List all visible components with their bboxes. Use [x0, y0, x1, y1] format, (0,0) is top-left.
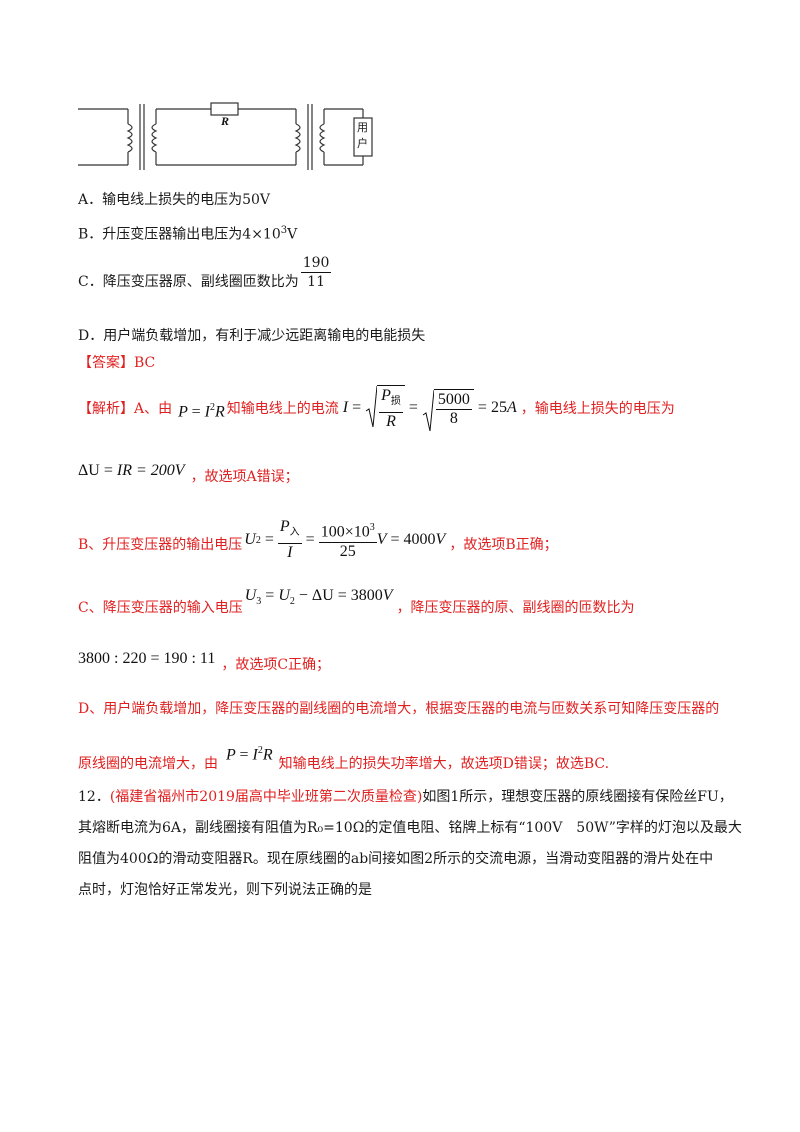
- question-12-line4: 点时，灯泡恰好正常发光，则下列说法正确的是: [78, 882, 372, 898]
- option-c-denominator: 11: [307, 273, 325, 290]
- option-b-exponent: 3: [280, 225, 288, 236]
- question-source: (福建省福州市2019届高中毕业班第二次质量检查): [109, 789, 423, 805]
- question-12-line3: 阻值为400Ω的滑动变阻器R。现在原线圈的ab间接如图2所示的交流电源，当滑动变…: [78, 851, 714, 867]
- analysis-d-line2-b: 知输电线上的损失功率增大，故选项D错误；故选BC.: [278, 756, 610, 772]
- analysis-a-end: ，输电线上损失的电压为: [520, 401, 675, 417]
- option-c: C．降压变压器原、副线圈匝数比为 190 11: [78, 250, 332, 294]
- option-b-text: B．升压变压器输出电压为4×10: [78, 226, 281, 243]
- circuit-drawing: [78, 102, 373, 170]
- question-12: 12．(福建省福州市2019届高中毕业班第二次质量检查)如图1所示，理想变压器的…: [78, 782, 742, 906]
- analysis-c-intro: C、降压变压器的输入电压: [78, 600, 243, 616]
- question-12-line2: 其熔断电流为6A，副线圈接有阻值为R₀=10Ω的定值电阻、铭牌上标有“100V …: [78, 820, 742, 836]
- analysis-d-line2: 原线圈的电流增大，由 P = I2R 知输电线上的损失功率增大，故选项D错误；故…: [78, 742, 609, 772]
- option-c-text: C．降压变压器原、副线圈匝数比为: [78, 274, 299, 290]
- formula-input-voltage: U3 = U2 − ΔU = 3800V: [244, 586, 393, 608]
- option-b-unit: V: [287, 226, 298, 243]
- option-d: D．用户端负载增加，有利于减少远距离输电的电能损失: [78, 328, 426, 344]
- formula-power-d: P = I2R: [226, 745, 273, 764]
- option-c-numerator: 190: [300, 254, 332, 273]
- analysis-a-mid: 知输电线上的电流: [226, 401, 339, 417]
- answer-line: 【答案】BC: [78, 353, 155, 373]
- question-number: 12．: [78, 789, 110, 805]
- analysis-a-conclusion-line: ΔU = IR = 200V ，故选项A错误；: [78, 462, 299, 485]
- option-a: A．输电线上损失的电压为50V: [78, 192, 271, 208]
- analysis-b-end: ，故选项B正确；: [449, 537, 558, 553]
- user-box-label: 用户: [357, 121, 368, 150]
- analysis-a-conclusion: ，故选项A错误；: [190, 469, 299, 485]
- option-c-fraction: 190 11: [300, 254, 332, 291]
- answer-value: BC: [134, 355, 156, 371]
- question-line1-text: 如图1所示，理想变压器的原线圈接有保险丝FU，: [422, 789, 733, 805]
- answer-label: 【答案】: [78, 355, 134, 371]
- option-b: B．升压变压器输出电压为4×103V: [78, 221, 297, 245]
- analysis-c-line: C、降压变压器的输入电压 U3 = U2 − ΔU = 3800V ，降压变压器…: [78, 583, 635, 617]
- analysis-d-line2-a: 原线圈的电流增大，由: [78, 756, 218, 772]
- analysis-d-line1: D、用户端负载增加，降压变压器的副线圈的电流增大，根据变压器的电流与匝数关系可知…: [78, 701, 720, 717]
- analysis-b-intro: B、升压变压器的输出电压: [78, 537, 243, 553]
- analysis-c-conclusion: ，故选项C正确；: [221, 657, 331, 673]
- analysis-c-conclusion-line: 3800 : 220 = 190 : 11 ，故选项C正确；: [78, 650, 330, 673]
- question-12-line1: 12．(福建省福州市2019届高中毕业班第二次质量检查)如图1所示，理想变压器的…: [78, 782, 738, 813]
- analysis-label: 【解析】: [78, 401, 134, 417]
- transformer-circuit-diagram: R 用户: [78, 96, 388, 172]
- resistor-label: R: [221, 114, 230, 128]
- formula-voltage-drop: ΔU = IR = 200V: [78, 462, 185, 479]
- analysis-a-intro: A、由: [134, 401, 173, 417]
- analysis-c-end: ，降压变压器的原、副线圈的匝数比为: [396, 600, 635, 616]
- formula-power: P = I2R: [178, 402, 225, 421]
- formula-ratio: 3800 : 220 = 190 : 11: [78, 650, 216, 667]
